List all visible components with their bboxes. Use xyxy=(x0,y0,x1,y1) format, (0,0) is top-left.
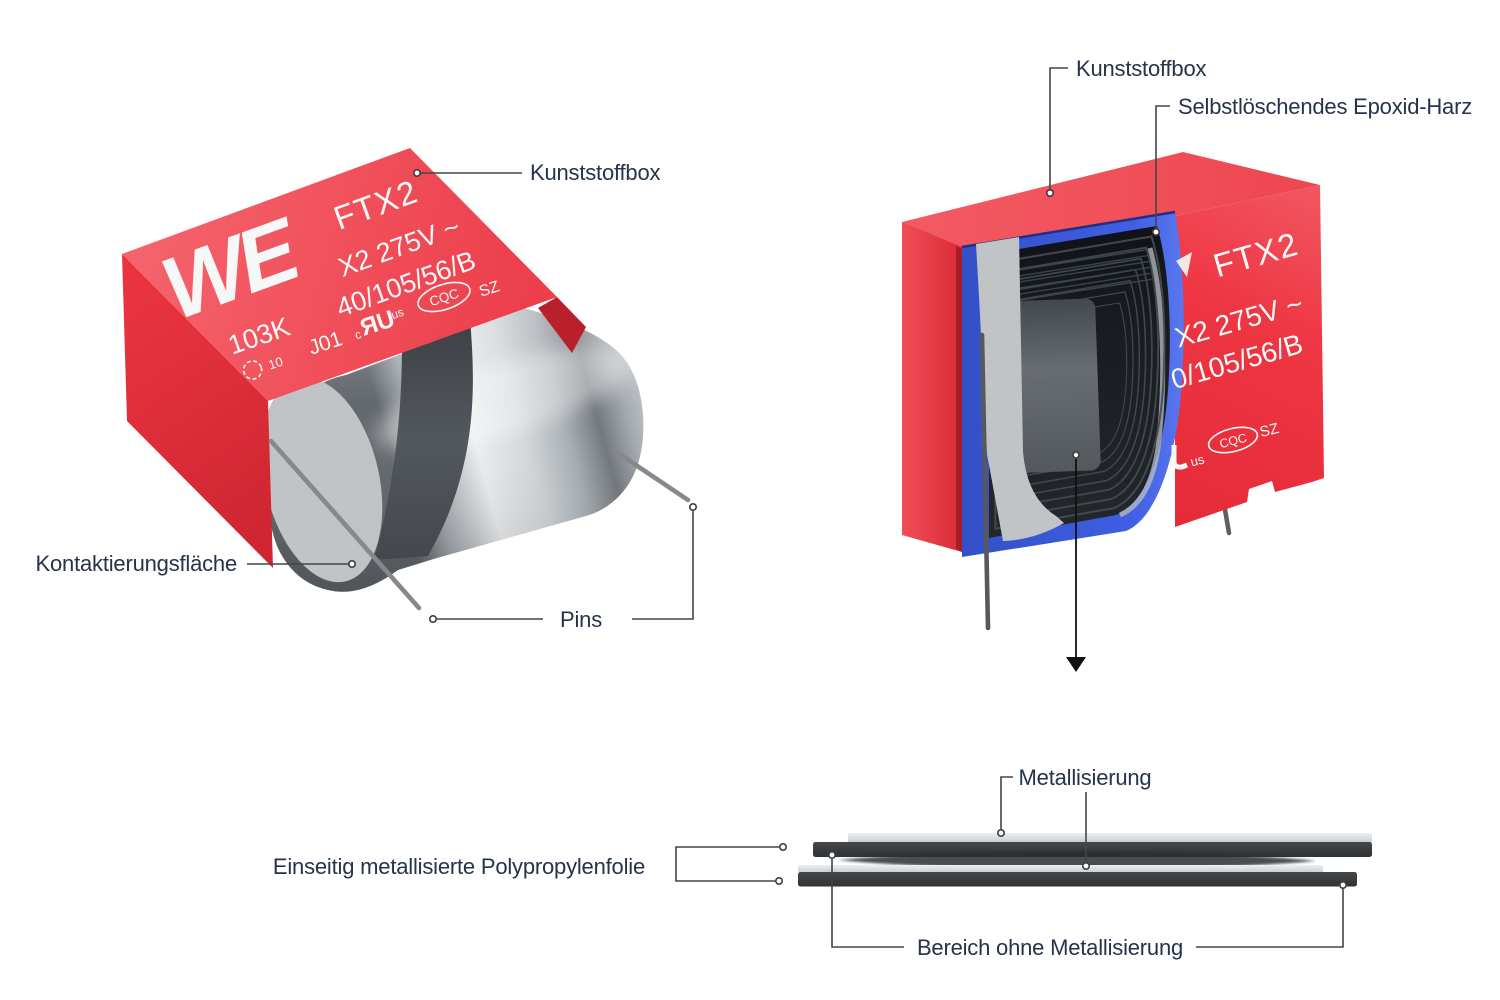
svg-text:c: c xyxy=(353,327,363,342)
right-capacitor-cutaway: FTX2 X2 275V ~ 0/105/56/B us CQC SZ Kuns… xyxy=(902,56,1472,672)
label-kontaktierungsflaeche: Kontaktierungsfläche xyxy=(36,551,237,576)
film-layer-diagram: Metallisierung Einseitig metallisierte P… xyxy=(273,765,1372,960)
cut-sz-mark: SZ xyxy=(1258,420,1281,441)
svg-text:us: us xyxy=(389,305,405,322)
winding-detail-arrow xyxy=(1066,451,1086,672)
bottom-film-metallization xyxy=(798,865,1323,873)
partial-marking xyxy=(1176,252,1192,277)
right-pin xyxy=(612,448,691,503)
plastic-box-front-face xyxy=(122,254,273,568)
cut-left-pin xyxy=(979,332,991,631)
label-kunststoffbox-right: Kunststoffbox xyxy=(1076,56,1207,81)
label-kunststoffbox-left: Kunststoffbox xyxy=(530,160,661,185)
film-edge-sheen xyxy=(1118,247,1166,518)
top-layer-lines xyxy=(996,248,1152,304)
sz-mark: SZ xyxy=(477,278,502,301)
label-metallisierung: Metallisierung xyxy=(1019,765,1152,790)
cut-box-top-face xyxy=(902,152,1320,250)
cut-ul-us: us xyxy=(1189,451,1206,469)
svg-text:10: 10 xyxy=(266,354,284,373)
right-capacitor-callouts: Kunststoffbox Selbstlöschendes Epoxid-Ha… xyxy=(1046,56,1472,237)
label-polypropylenfolie: Einseitig metallisierte Polypropylenfoli… xyxy=(273,854,645,879)
plastic-box-top-face xyxy=(122,148,557,401)
cut-box-right-face xyxy=(1175,185,1324,527)
top-film-metallization xyxy=(848,833,1372,843)
end-dark-band xyxy=(374,319,473,560)
cut-cqc-mark: CQC xyxy=(1207,426,1259,454)
cut-box-sliver-edge xyxy=(956,246,962,552)
label-pins: Pins xyxy=(560,607,602,632)
film-contact-shadow xyxy=(838,851,1316,870)
cut-box-front-sliver xyxy=(902,222,962,552)
label-bereich-ohne-metallisierung: Bereich ohne Metallisierung xyxy=(917,935,1183,960)
left-capacitor-illustration: WE FTX2 X2 275V ~ 40/105/56/B 103K J01 1… xyxy=(36,148,697,632)
label-epoxid-harz: Selbstlöschendes Epoxid-Harz xyxy=(1178,94,1472,119)
plastic-box-right-edge xyxy=(538,297,586,353)
left-capacitor-callouts: Kunststoffbox Kontaktierungsfläche Pins xyxy=(36,160,697,632)
bottom-film-base xyxy=(798,872,1357,887)
cut-contact-layer xyxy=(976,237,1064,541)
efup-10-mark: 10 xyxy=(242,354,285,380)
svg-text:CQC: CQC xyxy=(1218,431,1248,451)
cut-ul-partial xyxy=(1171,445,1188,470)
film-diagram-callouts: Metallisierung Einseitig metallisierte P… xyxy=(273,765,1348,960)
front-pin xyxy=(268,438,422,611)
